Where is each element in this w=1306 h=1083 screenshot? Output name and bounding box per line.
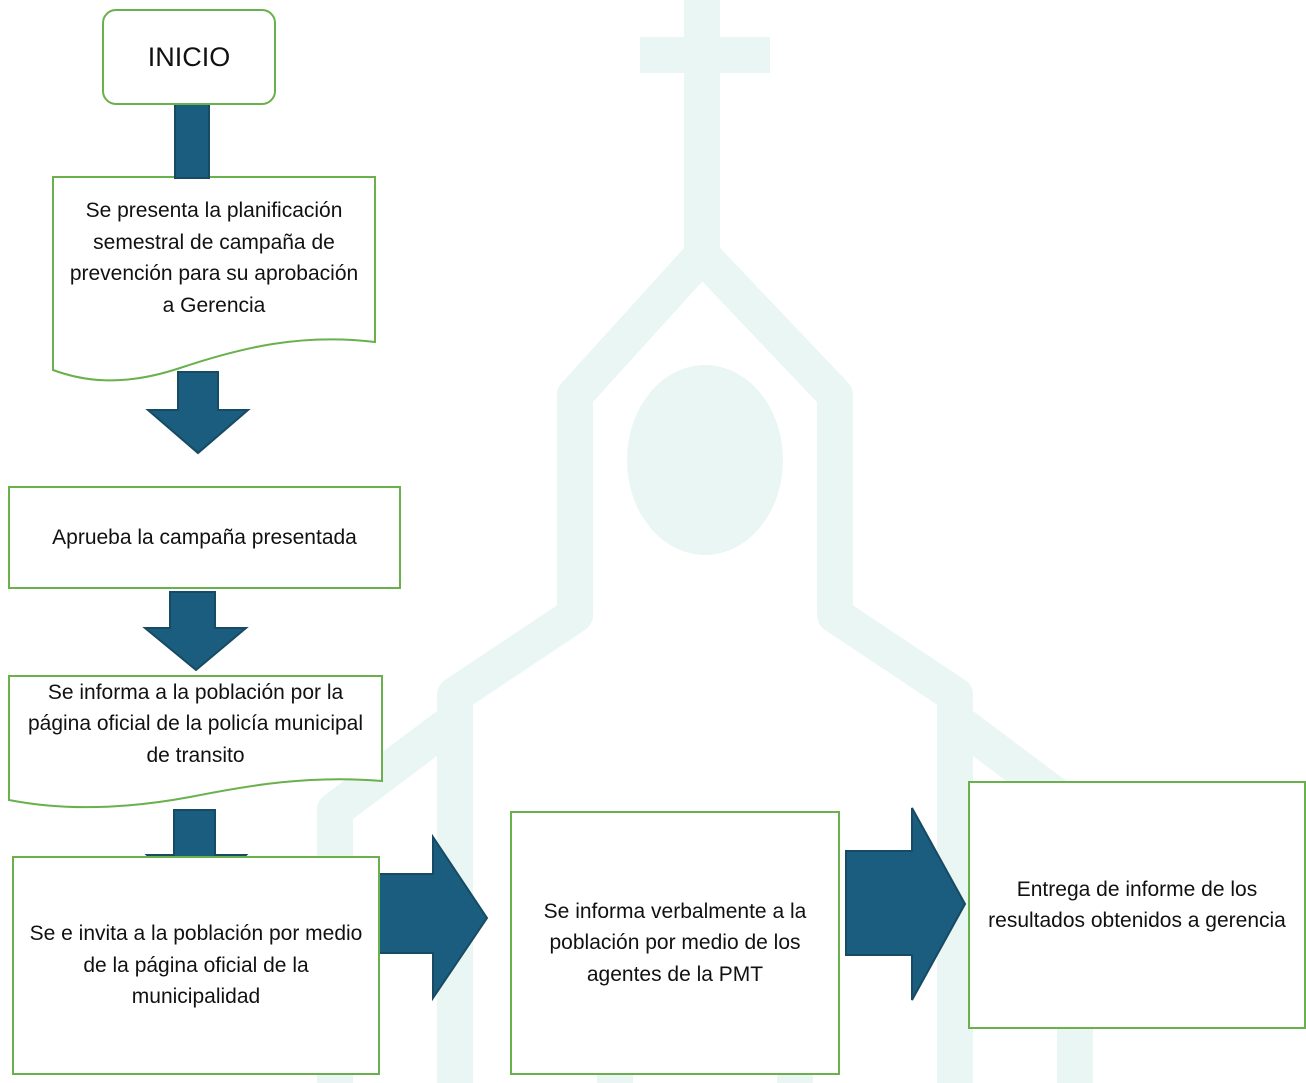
step-invita-poblacion: Se e invita a la población por medio de … (12, 856, 380, 1075)
arrow-down-1 (174, 92, 210, 179)
arrow-down-3 (142, 591, 249, 672)
arrow-down-2 (145, 371, 251, 455)
arrow-right-2 (845, 807, 967, 1001)
step-planificacion: Se presenta la planificación semestral d… (53, 177, 375, 353)
step-informa-verbal: Se informa verbalmente a la población po… (510, 811, 840, 1075)
step3-document-shape (8, 675, 383, 809)
step-aprobacion: Aprueba la campaña presentada (9, 487, 400, 588)
step-entrega-informe: Entrega de informe de los resultados obt… (968, 781, 1306, 1029)
step-invita-poblacion-text: Se e invita a la población por medio de … (29, 922, 363, 1009)
start-label: INICIO (147, 41, 231, 72)
step-informa-pagina-text: Se informa a la población por la página … (27, 680, 364, 767)
step-informa-pagina: Se informa a la población por la página … (9, 676, 382, 792)
step-aprobacion-text: Aprueba la campaña presentada (52, 525, 357, 549)
step1-document-shape (52, 176, 376, 382)
step2-box-shape (8, 486, 401, 589)
step-planificacion-text: Se presenta la planificación semestral d… (69, 199, 359, 317)
start-node: INICIO (102, 9, 276, 105)
step-entrega-informe-text: Entrega de informe de los resultados obt… (988, 877, 1286, 933)
arrow-right-1 (377, 833, 489, 1002)
step-informa-verbal-text: Se informa verbalmente a la población po… (543, 899, 807, 986)
